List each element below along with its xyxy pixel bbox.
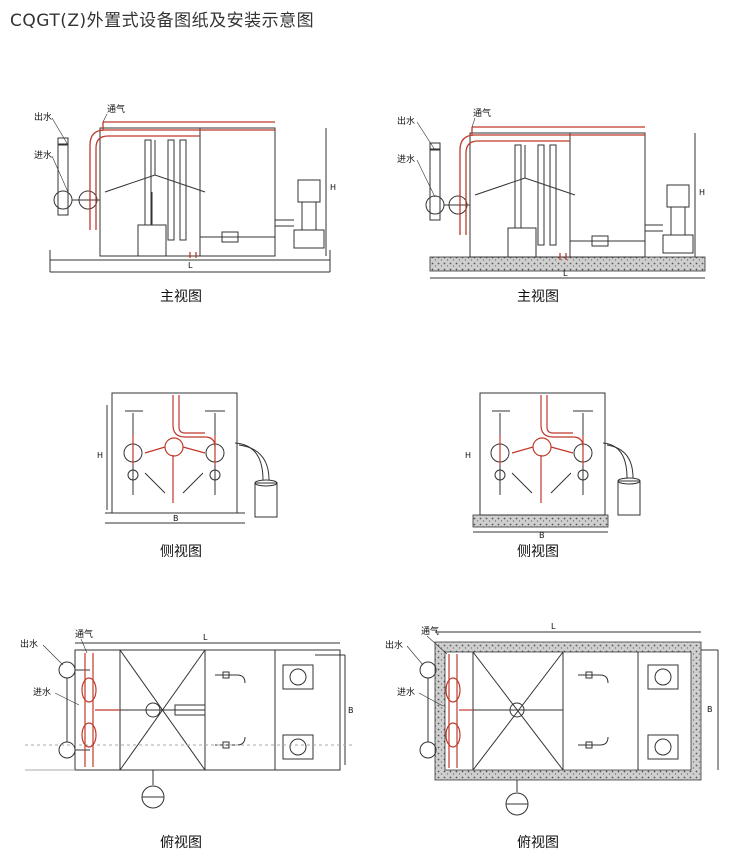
- caption-side-right: 侧视图: [517, 544, 559, 560]
- top-outlet-label: 出水: [20, 638, 38, 650]
- caption-top-right: 俯视图: [517, 835, 559, 851]
- caption-top-left: 俯视图: [160, 835, 202, 851]
- outlet-label: 出水: [34, 111, 52, 123]
- vent-label: 通气: [107, 103, 125, 115]
- l-dimension-label-right: L: [563, 269, 568, 278]
- side-h-label: H: [97, 451, 103, 460]
- concrete-frame: [434, 641, 702, 781]
- h-dimension-label: H: [330, 183, 336, 192]
- concrete-base: [429, 256, 706, 272]
- side-view-left: H B: [85, 385, 285, 535]
- side-b-label-right: B: [539, 531, 545, 540]
- side-h-label-right: H: [465, 451, 471, 460]
- top-l-label-right: L: [551, 622, 556, 631]
- inlet-label-right: 进水: [397, 153, 415, 165]
- concrete-base-side: [472, 514, 609, 528]
- l-dimension-label: L: [188, 261, 193, 270]
- top-outlet-label-right: 出水: [385, 639, 403, 651]
- top-l-label: L: [203, 633, 208, 642]
- top-vent-label: 通气: [75, 628, 93, 640]
- inlet-label: 进水: [34, 149, 52, 161]
- top-vent-label-right: 通气: [421, 625, 439, 637]
- page-title: CQGT(Z)外置式设备图纸及安装示意图: [10, 11, 315, 31]
- top-b-label: B: [348, 706, 354, 715]
- front-view-left: 出水 进水 通气 H L: [30, 100, 350, 280]
- top-view-left: 出水 进水 通气 L B: [15, 625, 360, 825]
- caption-front-left: 主视图: [160, 289, 202, 305]
- caption-side-left: 侧视图: [160, 544, 202, 560]
- top-b-label-right: B: [707, 705, 713, 714]
- vent-label-right: 通气: [473, 107, 491, 119]
- top-view-right: 出水 进水 通气 L B: [383, 620, 728, 825]
- side-b-label: B: [173, 514, 179, 523]
- side-view-right: H B: [455, 385, 665, 540]
- front-view-right: 出水 进水 通气 H L: [395, 100, 715, 285]
- h-dimension-label-right: H: [699, 188, 705, 197]
- top-inlet-label: 进水: [33, 686, 51, 698]
- caption-front-right: 主视图: [517, 289, 559, 305]
- outlet-label-right: 出水: [397, 115, 415, 127]
- top-inlet-label-right: 进水: [397, 686, 415, 698]
